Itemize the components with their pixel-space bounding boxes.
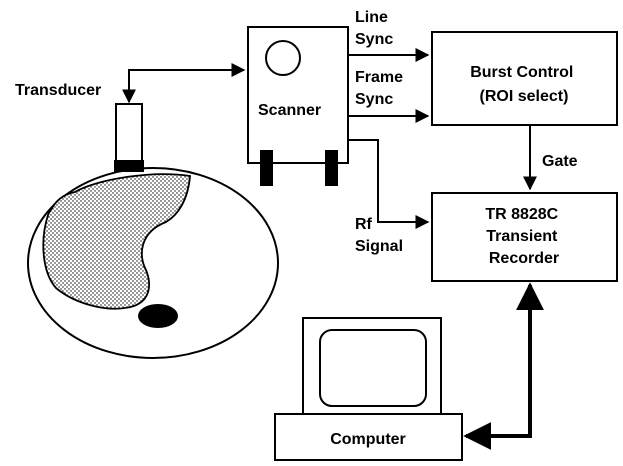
frame-sync-label: Frame Sync [355, 69, 407, 108]
scanner-wheel-left [260, 150, 273, 186]
scanner-label: Scanner [258, 102, 321, 119]
scanner-dial-icon [266, 41, 300, 75]
computer-recorder-link [466, 285, 530, 436]
scanner-wheel-right [325, 150, 338, 186]
transducer-probe [114, 104, 144, 172]
dark-lesion [138, 304, 178, 328]
transducer-scanner-link [129, 70, 244, 102]
computer-label: Computer [330, 431, 406, 448]
gate-label: Gate [542, 153, 578, 170]
rf-signal-wire [348, 140, 428, 222]
transducer-label: Transducer [15, 82, 101, 99]
line-sync-label: Line Sync [355, 9, 393, 48]
transient-recorder-label: TR 8828C Transient Recorder [485, 206, 562, 267]
computer-monitor-icon [303, 318, 441, 414]
body-cross-section [28, 168, 278, 358]
